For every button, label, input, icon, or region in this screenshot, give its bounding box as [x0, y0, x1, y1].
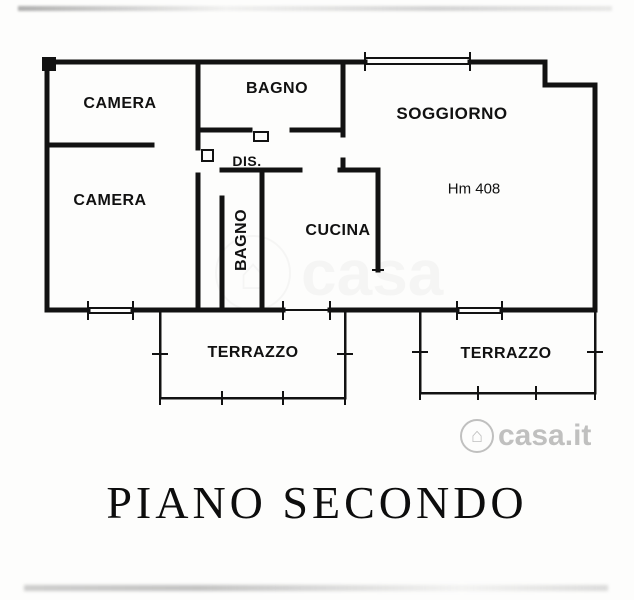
corner-pilaster — [42, 57, 56, 71]
window-symbols — [87, 52, 503, 320]
room-label-dis: DIS. — [232, 153, 262, 169]
main-walls — [44, 59, 598, 313]
parapet-ticks — [152, 351, 603, 405]
page-title: PIANO SECONDO — [106, 477, 528, 528]
height-note: Hm 408 — [447, 180, 501, 198]
center-watermark-text: casa — [301, 237, 444, 309]
house-icon: ⌂ — [460, 419, 494, 453]
room-label-cucina: CUCINA — [305, 222, 371, 239]
center-watermark: ⌂ casa — [215, 235, 443, 311]
corner-watermark: ⌂ casa.it — [460, 419, 591, 453]
room-label-camera-top: CAMERA — [83, 95, 157, 112]
room-label-soggiorno: SOGGIORNO — [396, 104, 508, 123]
room-label-terrazzo-left: TERRAZZO — [207, 344, 299, 361]
room-label-bagno-top: BAGNO — [245, 80, 309, 97]
room-label-camera-left: CAMERA — [73, 192, 147, 209]
corner-watermark-text: casa.it — [498, 419, 592, 452]
room-label-bagno-mid: BAGNO — [233, 208, 250, 272]
room-label-terrazzo-right: TERRAZZO — [460, 345, 552, 362]
